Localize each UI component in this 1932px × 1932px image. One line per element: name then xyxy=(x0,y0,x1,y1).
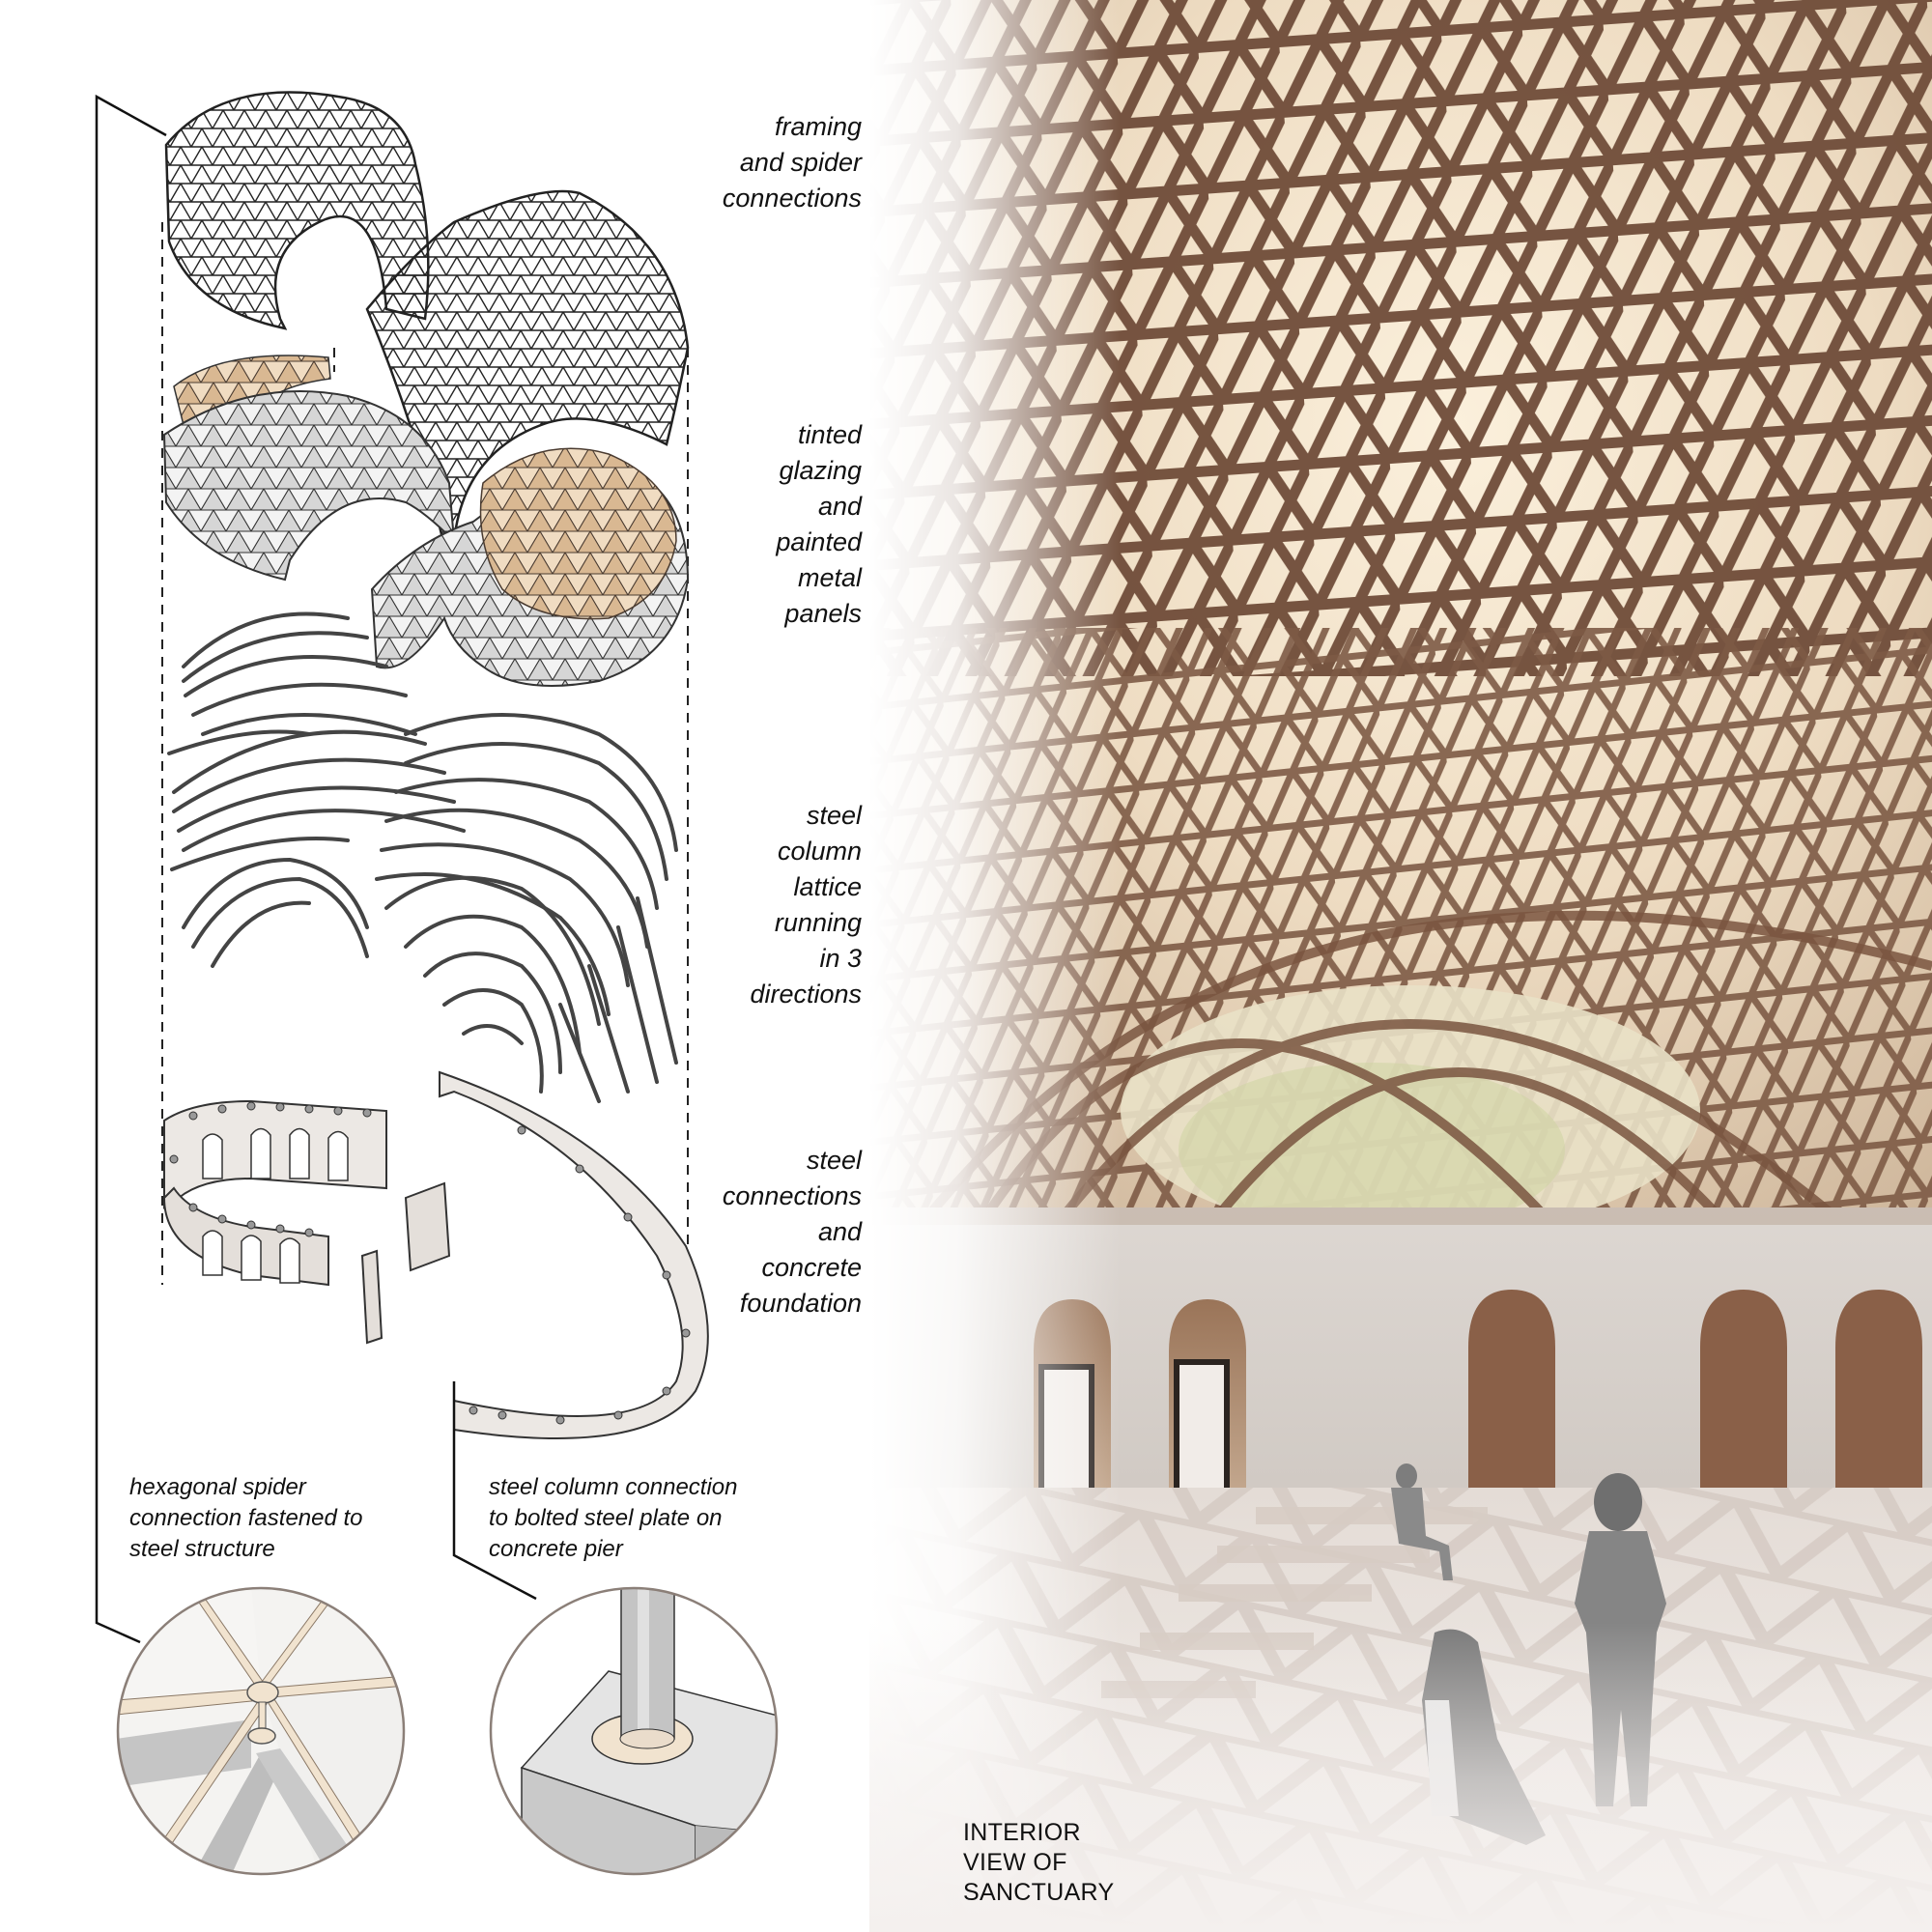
foundation-layer xyxy=(162,1070,709,1439)
lattice-layer xyxy=(167,611,678,1103)
sanctuary-interior-image xyxy=(869,0,1932,1932)
label-column-detail: steel column connection to bolted steel … xyxy=(489,1474,738,1562)
column-connection-detail xyxy=(489,1586,779,1876)
spider-connection-detail xyxy=(116,1586,406,1876)
glazing-layer xyxy=(162,355,690,687)
interior-rendering xyxy=(869,0,1932,1932)
label-glazing: tinted glazing and painted metal panels xyxy=(776,420,862,628)
framing-layer xyxy=(164,91,690,548)
label-framing: framing and spider connections xyxy=(722,112,862,213)
label-foundation: steel connections and concrete foundatio… xyxy=(722,1146,862,1318)
rendering-caption: INTERIOR VIEW OF SANCTUARY xyxy=(963,1819,1115,1906)
label-lattice: steel column lattice running in 3 direct… xyxy=(750,801,862,1009)
exploded-axonometric-diagram xyxy=(116,91,779,1876)
label-spider-detail: hexagonal spider connection fastened to … xyxy=(129,1474,363,1562)
